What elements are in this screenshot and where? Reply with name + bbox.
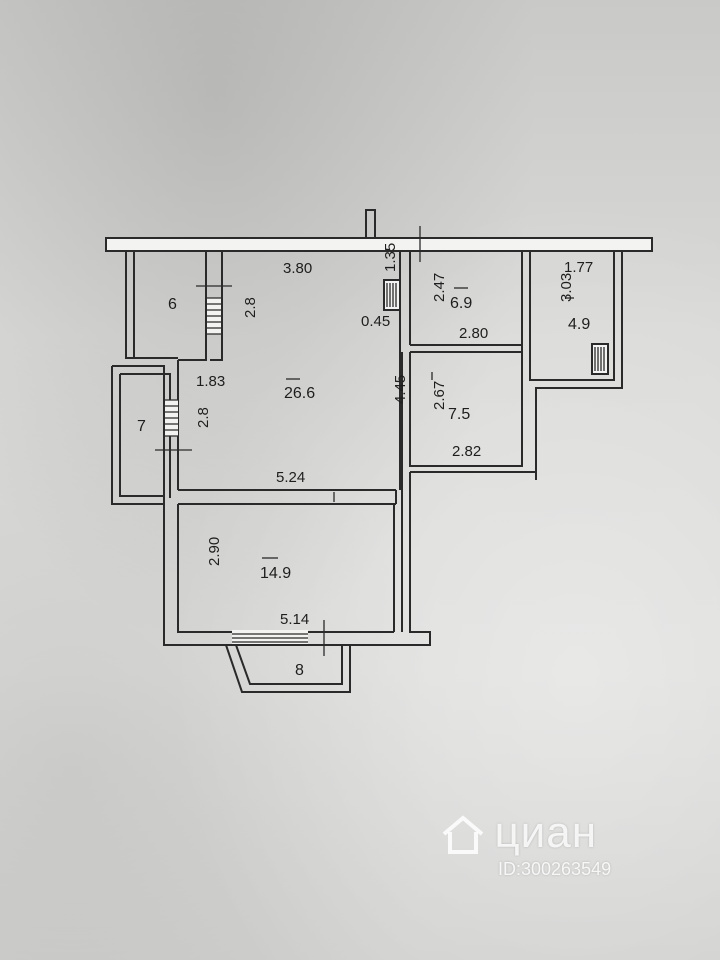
room-14-9-height-dim: 2.90 bbox=[206, 537, 223, 566]
balcony-area: 8 bbox=[295, 662, 304, 679]
room-6-9-height-dim: 2.47 bbox=[431, 273, 448, 302]
living-top-dim: 3.80 bbox=[283, 260, 312, 277]
duct-width-dim: 0.45 bbox=[361, 313, 390, 330]
top-wall bbox=[106, 238, 652, 251]
room-7-5-height-dim: 2.67 bbox=[431, 381, 448, 410]
room-14-9-area: 14.9 bbox=[260, 565, 291, 582]
living-area: 26.6 bbox=[284, 385, 315, 402]
watermark-id: ID:300263549 bbox=[498, 859, 612, 879]
room-7-area: 7 bbox=[137, 418, 146, 435]
room-4-9-area: 4.9 bbox=[568, 316, 590, 333]
room-6-9-area: 6.9 bbox=[450, 295, 472, 312]
room-7-5-area: 7.5 bbox=[448, 406, 470, 423]
room-6-9-width-dim: 2.80 bbox=[459, 325, 488, 342]
living-bottom-dim: 5.24 bbox=[276, 469, 305, 486]
room-7-width: 2.8 bbox=[195, 407, 212, 428]
room-6-width: 2.8 bbox=[242, 297, 259, 318]
room-4-9-height-dim: 3.03 bbox=[558, 273, 575, 302]
room-4-9-top-dim: 1.77 bbox=[564, 259, 593, 276]
room-14-9-width-dim: 5.14 bbox=[280, 611, 309, 628]
room-7-5-width-dim: 2.82 bbox=[452, 443, 481, 460]
watermark: циан ID:300263549 bbox=[440, 808, 611, 880]
walls bbox=[105, 209, 653, 693]
living-height-dim: 4.45 bbox=[392, 375, 409, 404]
living-left-dim: 1.83 bbox=[196, 373, 225, 390]
duct-height-dim: 1.35 bbox=[382, 243, 399, 272]
room-6-area: 6 bbox=[168, 296, 177, 313]
watermark-logo-text: циан bbox=[494, 808, 598, 857]
house-logo-icon bbox=[440, 812, 486, 863]
